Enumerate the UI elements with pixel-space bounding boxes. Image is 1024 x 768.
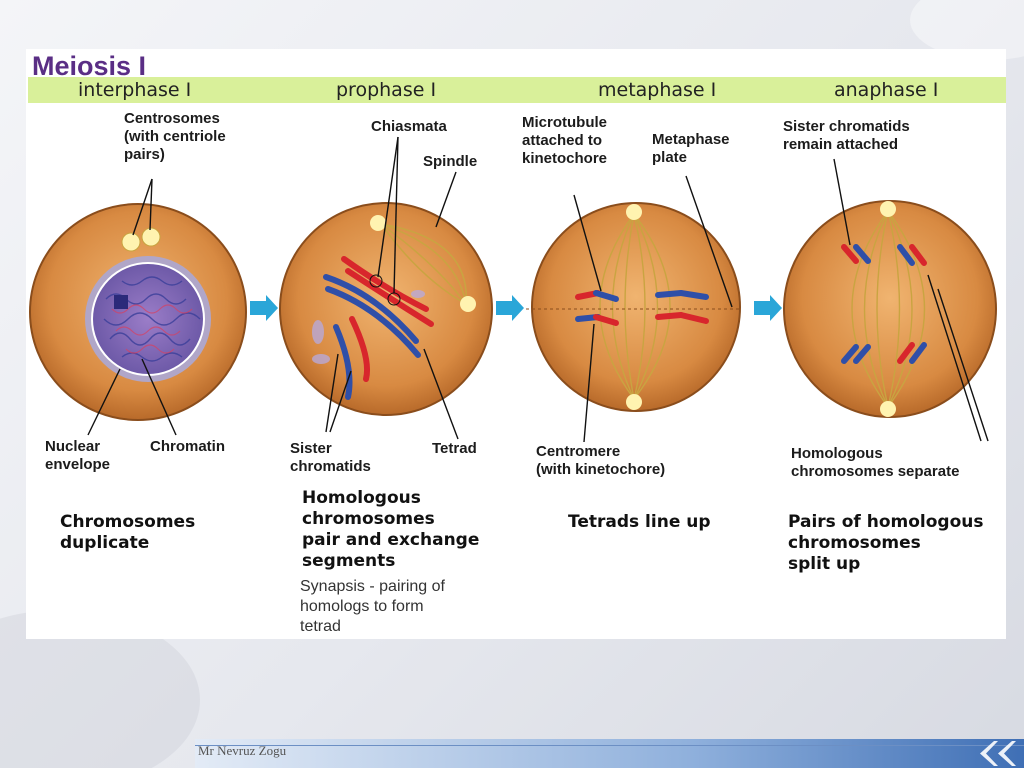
- arrow-right-icon: [754, 295, 782, 321]
- label-tetrad: Tetrad: [432, 440, 477, 457]
- phase-header-bar: interphase I prophase I metaphase I anap…: [28, 77, 1006, 103]
- label-centrosomes: Centrosomes (with centriole pairs): [124, 110, 226, 163]
- arrow-right-icon: [496, 295, 524, 321]
- caption-anaphase: Pairs of homologous chromosomes split up: [788, 512, 984, 574]
- chevron-left-icon[interactable]: [968, 739, 1024, 768]
- phase-metaphase: metaphase I: [598, 79, 717, 101]
- footer-author: Mr Nevruz Zogu: [198, 743, 287, 758]
- caption-prophase: Homologous chromosomes pair and exchange…: [302, 488, 480, 571]
- label-centromere: Centromere (with kinetochore): [536, 443, 666, 478]
- interphase-cell: [29, 178, 247, 436]
- label-spindle: Spindle: [423, 153, 478, 170]
- phase-interphase: interphase I: [78, 79, 192, 101]
- slide-title: Meiosis I: [32, 51, 147, 81]
- caption-interphase: Chromosomes duplicate: [60, 512, 196, 553]
- label-nuclear-envelope: Nuclear envelope: [45, 438, 111, 473]
- label-chromatin: Chromatin: [150, 438, 225, 455]
- label-sister-chromatids: Sister chromatids: [290, 440, 371, 475]
- label-chiasmata: Chiasmata: [371, 118, 447, 135]
- diagram-panel: Meiosis I interphase I prophase I metaph…: [26, 49, 1006, 639]
- label-homologous-separate: Homologous chromosomes separate: [791, 445, 960, 480]
- anaphase-cell: [783, 158, 997, 442]
- phase-anaphase: anaphase I: [834, 79, 939, 101]
- caption-metaphase: Tetrads line up: [568, 512, 711, 532]
- prophase-cell: [279, 136, 493, 440]
- metaphase-cell: [526, 175, 741, 443]
- arrow-right-icon: [250, 295, 278, 321]
- footer-divider: [195, 745, 1024, 746]
- note-synapsis: Synapsis - pairing of homologs to form t…: [300, 578, 445, 635]
- label-metaphase-plate: Metaphase plate: [652, 131, 730, 166]
- meiosis-cells: [29, 136, 997, 443]
- footer-bar: [195, 739, 1024, 768]
- phase-prophase: prophase I: [336, 79, 437, 101]
- label-microtubule: Microtubule attached to kinetochore: [522, 114, 608, 167]
- label-sister-attached: Sister chromatids remain attached: [783, 118, 910, 153]
